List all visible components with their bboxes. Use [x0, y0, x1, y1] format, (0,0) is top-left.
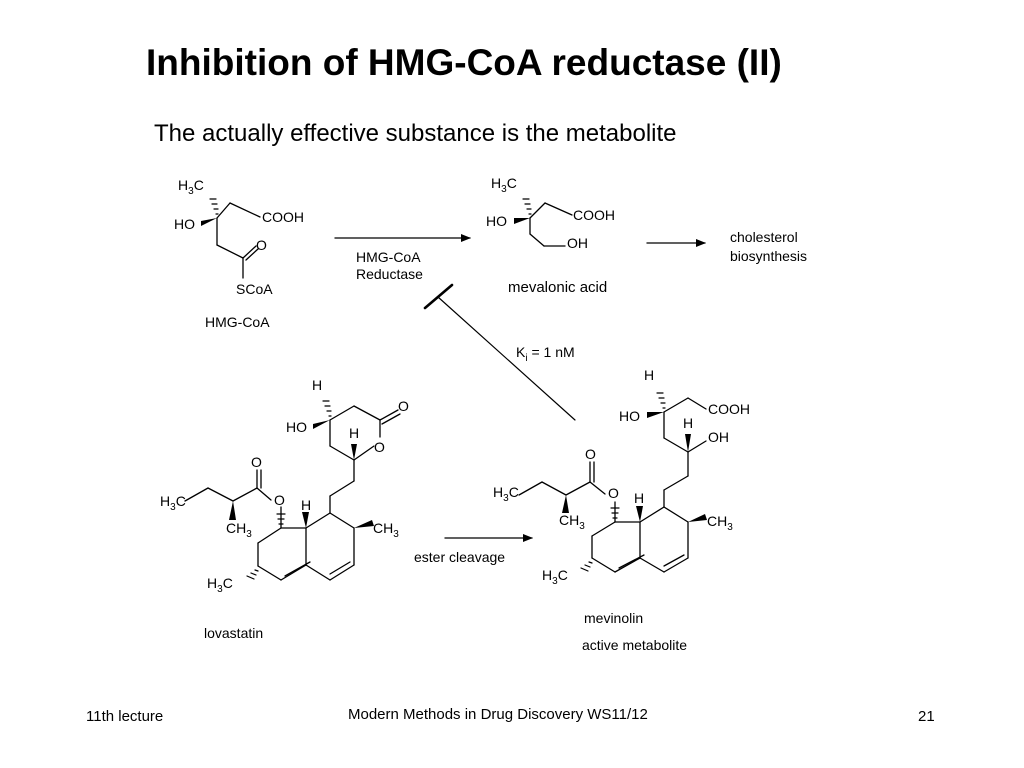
mevalonic-name: mevalonic acid	[508, 279, 607, 296]
lovastatin-h3c-left: H3C	[160, 493, 186, 513]
lovastatin-structure	[184, 400, 401, 581]
mevalonic-cooh: COOH	[573, 207, 615, 223]
lovastatin-name: lovastatin	[204, 625, 263, 641]
mevinolin-hash-bonds	[580, 392, 666, 572]
mevinolin-ch3-right: CH3	[707, 513, 733, 533]
mevinolin-wedge-ch3	[562, 495, 569, 513]
mevinolin-wedge-h	[685, 434, 691, 452]
mevinolin-h3c-left: H3C	[493, 484, 519, 504]
lovastatin-wedge-ch3	[229, 501, 236, 520]
mevinolin-h3c-bottom: H3C	[542, 567, 568, 587]
footer-page-number: 21	[918, 708, 935, 725]
lovastatin-ch3-branch: CH3	[226, 520, 252, 540]
mevinolin-wedge-ho	[647, 412, 664, 418]
product-label-line2: biosynthesis	[730, 248, 807, 264]
hmgcoa-h3c: H3C	[178, 177, 204, 197]
enzyme-label-line1: HMG-CoA	[356, 249, 421, 265]
lovastatin-wedge-ch3-right	[354, 520, 374, 528]
product-label-line1: cholesterol	[730, 229, 798, 245]
mevalonic-wedge-bond	[514, 218, 530, 224]
hmgcoa-hash-bond	[209, 198, 219, 215]
enzyme-label-line2: Reductase	[356, 266, 423, 282]
hmgcoa-ho: HO	[174, 216, 195, 232]
ester-cleavage-label: ester cleavage	[414, 549, 505, 565]
mevinolin-wedge-ch3-right	[688, 514, 707, 522]
mevinolin-name: mevinolin	[584, 610, 643, 626]
footer-course: Modern Methods in Drug Discovery WS11/12	[348, 706, 648, 723]
hmgcoa-scoa: SCoA	[236, 281, 273, 297]
lovastatin-h-junction: H	[301, 497, 311, 513]
lovastatin-h-top: H	[312, 377, 322, 393]
mevinolin-cooh: COOH	[708, 401, 750, 417]
mevinolin-wedge-h-junction	[636, 506, 643, 522]
lovastatin-o-carbonyl: O	[398, 398, 409, 414]
lovastatin-o-ring: O	[374, 439, 385, 455]
hmgcoa-cooh: COOH	[262, 209, 304, 225]
inhibition-line	[423, 283, 576, 421]
mevinolin-ch3-branch: CH3	[559, 512, 585, 532]
mevinolin-h-top: H	[644, 367, 654, 383]
lovastatin-ho: HO	[286, 419, 307, 435]
hmgcoa-name: HMG-CoA	[205, 314, 270, 330]
lovastatin-o-ester-carbonyl: O	[251, 454, 262, 470]
lovastatin-hash-bonds	[246, 400, 332, 580]
lovastatin-h-lactone: H	[349, 425, 359, 441]
footer-lecture: 11th lecture	[86, 708, 164, 725]
lovastatin-o-ester: O	[274, 492, 285, 508]
mevalonic-hash-bond	[522, 198, 532, 215]
slide-title: Inhibition of HMG-CoA reductase (II)	[146, 42, 782, 83]
hmgcoa-wedge-bond	[201, 218, 217, 226]
mevinolin-o-carbonyl: O	[585, 446, 596, 462]
mevinolin-caption: active metabolite	[582, 637, 687, 653]
ki-label: Ki = 1 nM	[516, 344, 575, 364]
mevinolin-o-ester: O	[608, 485, 619, 501]
mevalonic-ho: HO	[486, 213, 507, 229]
lovastatin-h3c-bottom: H3C	[207, 575, 233, 595]
hmgcoa-structure	[201, 198, 261, 279]
mevalonic-h3c: H3C	[491, 175, 517, 195]
mevalonic-oh: OH	[567, 235, 588, 251]
mevinolin-h-junction: H	[634, 490, 644, 506]
mevalonic-acid-structure	[514, 198, 573, 247]
mevinolin-ho: HO	[619, 408, 640, 424]
lovastatin-wedge-h-lactone	[351, 444, 357, 460]
mevinolin-structure	[518, 392, 707, 573]
lovastatin-wedge-h	[302, 512, 309, 528]
mevinolin-oh: OH	[708, 429, 729, 445]
hmgcoa-o: O	[256, 237, 267, 253]
slide-subtitle: The actually effective substance is the …	[154, 120, 677, 147]
lovastatin-ch3-right: CH3	[373, 520, 399, 540]
mevinolin-h-mid: H	[683, 415, 693, 431]
lovastatin-wedge-ho	[313, 420, 330, 429]
